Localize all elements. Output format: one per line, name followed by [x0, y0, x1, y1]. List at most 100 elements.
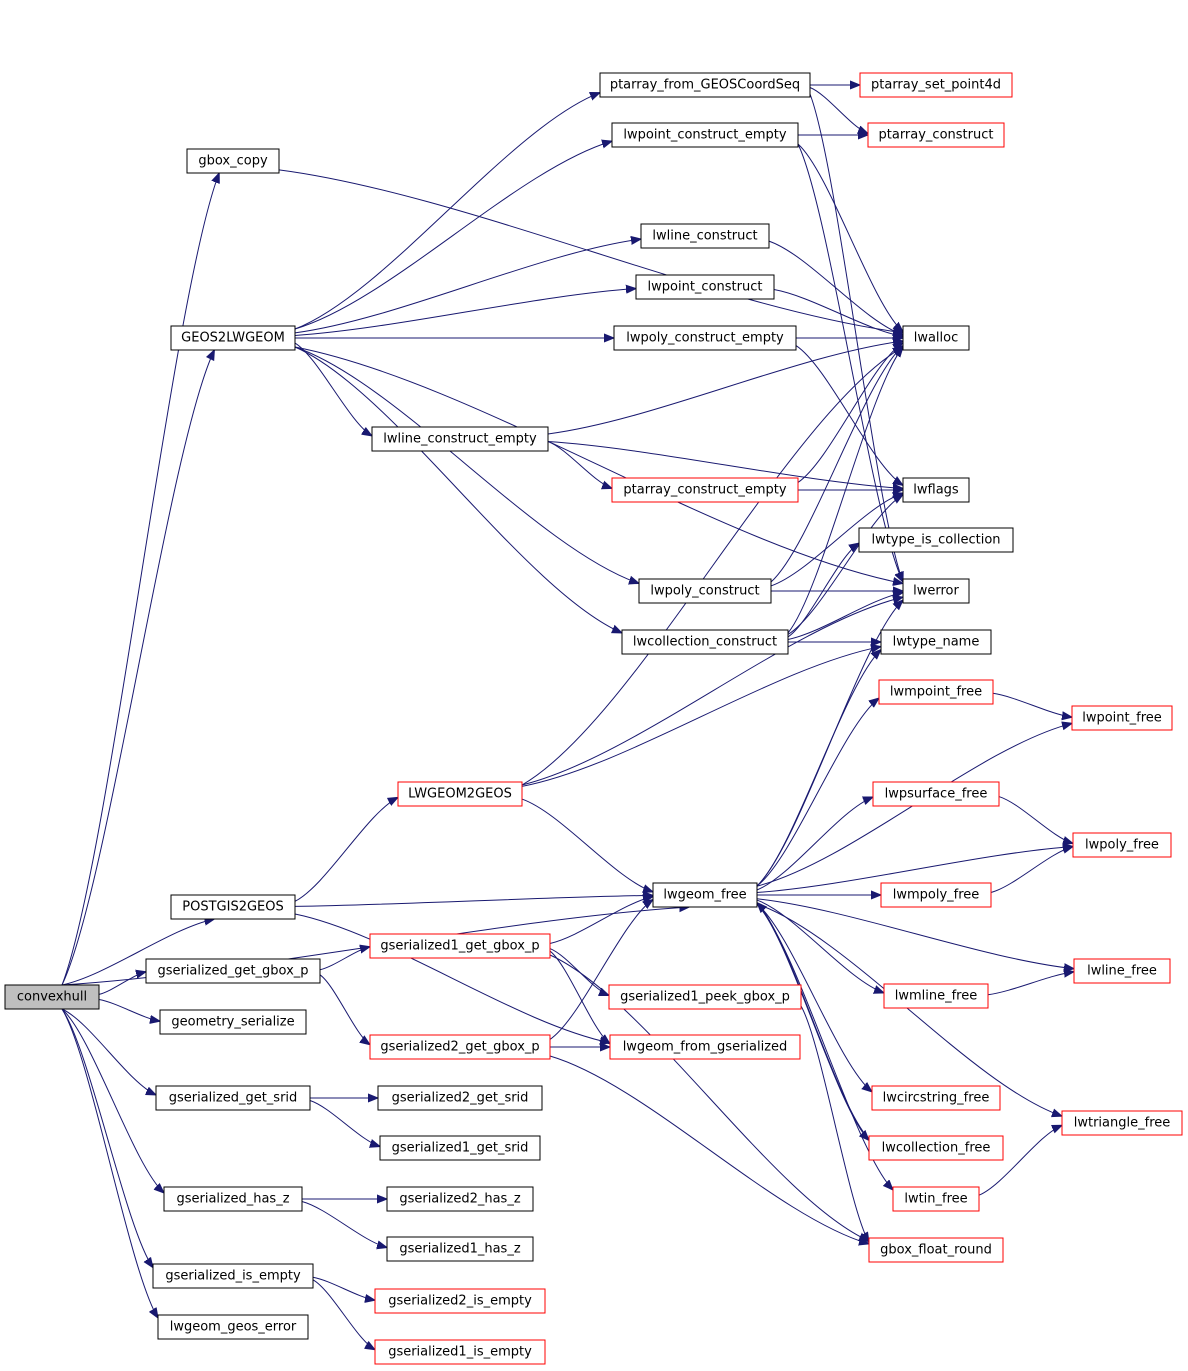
node-box[interactable] [186, 148, 280, 174]
node-box[interactable] [155, 1085, 311, 1111]
node-box[interactable] [892, 1186, 980, 1212]
node-gbox_float_round[interactable]: gbox_float_round [868, 1237, 1004, 1263]
node-box[interactable] [652, 882, 758, 908]
node-box[interactable] [1061, 1110, 1183, 1136]
node-GEOS2LWGEOM[interactable]: GEOS2LWGEOM [170, 325, 296, 351]
node-lwmpoint_free[interactable]: lwmpoint_free [878, 679, 994, 705]
node-lwcollection_construct[interactable]: lwcollection_construct [621, 629, 789, 655]
node-box[interactable] [374, 1288, 546, 1314]
node-box[interactable] [397, 781, 523, 807]
node-box[interactable] [613, 325, 797, 351]
node-convexhull[interactable]: convexhull [4, 984, 100, 1010]
node-box[interactable] [599, 72, 811, 98]
node-box[interactable] [867, 122, 1005, 148]
node-box[interactable] [157, 1314, 309, 1340]
node-box[interactable] [859, 72, 1013, 98]
node-box[interactable] [871, 1085, 1001, 1111]
node-box[interactable] [371, 426, 549, 452]
node-lwgeom_free[interactable]: lwgeom_free [652, 882, 758, 908]
node-gserialized_is_empty[interactable]: gserialized_is_empty [152, 1263, 314, 1289]
node-ptarray_construct_empty[interactable]: ptarray_construct_empty [611, 477, 799, 503]
node-geometry_serialize[interactable]: geometry_serialize [159, 1009, 307, 1035]
node-box[interactable] [868, 1135, 1004, 1161]
node-lwalloc[interactable]: lwalloc [902, 325, 970, 351]
node-box[interactable] [170, 894, 296, 920]
node-box[interactable] [621, 629, 789, 655]
node-box[interactable] [880, 882, 992, 908]
node-lwpoint_construct_empty[interactable]: lwpoint_construct_empty [611, 122, 799, 148]
node-box[interactable] [638, 578, 772, 604]
node-box[interactable] [1073, 958, 1171, 984]
node-POSTGIS2GEOS[interactable]: POSTGIS2GEOS [170, 894, 296, 920]
node-box[interactable] [608, 984, 802, 1010]
node-gserialized_get_srid[interactable]: gserialized_get_srid [155, 1085, 311, 1111]
node-gserialized_has_z[interactable]: gserialized_has_z [163, 1186, 303, 1212]
node-ptarray_set_point4d[interactable]: ptarray_set_point4d [859, 72, 1013, 98]
node-box[interactable] [4, 984, 100, 1010]
node-gserialized2_get_srid[interactable]: gserialized2_get_srid [377, 1085, 543, 1111]
node-box[interactable] [377, 1085, 543, 1111]
node-box[interactable] [872, 781, 1000, 807]
node-box[interactable] [386, 1236, 534, 1262]
node-gbox_copy[interactable]: gbox_copy [186, 148, 280, 174]
node-lwline_construct_empty[interactable]: lwline_construct_empty [371, 426, 549, 452]
node-box[interactable] [878, 679, 994, 705]
node-lwerror[interactable]: lwerror [902, 578, 970, 604]
node-box[interactable] [902, 578, 970, 604]
node-box[interactable] [609, 1034, 801, 1060]
node-box[interactable] [880, 629, 992, 655]
node-lwpoint_free[interactable]: lwpoint_free [1071, 705, 1173, 731]
node-lwpoly_free[interactable]: lwpoly_free [1072, 832, 1172, 858]
node-box[interactable] [1072, 832, 1172, 858]
node-box[interactable] [379, 1135, 541, 1161]
node-lwline_free[interactable]: lwline_free [1073, 958, 1171, 984]
node-box[interactable] [386, 1186, 534, 1212]
node-ptarray_construct[interactable]: ptarray_construct [867, 122, 1005, 148]
node-lwtin_free[interactable]: lwtin_free [892, 1186, 980, 1212]
node-LWGEOM2GEOS[interactable]: LWGEOM2GEOS [397, 781, 523, 807]
node-gserialized1_has_z[interactable]: gserialized1_has_z [386, 1236, 534, 1262]
node-box[interactable] [159, 1009, 307, 1035]
node-lwcircstring_free[interactable]: lwcircstring_free [871, 1085, 1001, 1111]
node-gserialized_get_gbox_p[interactable]: gserialized_get_gbox_p [145, 958, 321, 984]
node-lwgeom_from_gserialized[interactable]: lwgeom_from_gserialized [609, 1034, 801, 1060]
node-lwcollection_free[interactable]: lwcollection_free [868, 1135, 1004, 1161]
node-gserialized2_is_empty[interactable]: gserialized2_is_empty [374, 1288, 546, 1314]
node-lwtype_name[interactable]: lwtype_name [880, 629, 992, 655]
node-box[interactable] [635, 274, 775, 300]
node-box[interactable] [369, 933, 551, 959]
node-box[interactable] [611, 477, 799, 503]
node-gserialized2_has_z[interactable]: gserialized2_has_z [386, 1186, 534, 1212]
node-box[interactable] [883, 983, 989, 1009]
node-gserialized1_is_empty[interactable]: gserialized1_is_empty [374, 1339, 546, 1365]
node-lwpoint_construct[interactable]: lwpoint_construct [635, 274, 775, 300]
node-box[interactable] [145, 958, 321, 984]
node-lwgeom_geos_error[interactable]: lwgeom_geos_error [157, 1314, 309, 1340]
node-lwline_construct[interactable]: lwline_construct [640, 223, 770, 249]
node-lwpsurface_free[interactable]: lwpsurface_free [872, 781, 1000, 807]
node-lwtriangle_free[interactable]: lwtriangle_free [1061, 1110, 1183, 1136]
node-lwflags[interactable]: lwflags [902, 477, 970, 503]
node-box[interactable] [902, 477, 970, 503]
node-gserialized1_peek_gbox_p[interactable]: gserialized1_peek_gbox_p [608, 984, 802, 1010]
node-gserialized1_get_gbox_p[interactable]: gserialized1_get_gbox_p [369, 933, 551, 959]
node-box[interactable] [170, 325, 296, 351]
node-box[interactable] [640, 223, 770, 249]
node-gserialized2_get_gbox_p[interactable]: gserialized2_get_gbox_p [369, 1034, 551, 1060]
node-lwpoly_construct[interactable]: lwpoly_construct [638, 578, 772, 604]
node-lwpoly_construct_empty[interactable]: lwpoly_construct_empty [613, 325, 797, 351]
node-lwmline_free[interactable]: lwmline_free [883, 983, 989, 1009]
node-box[interactable] [369, 1034, 551, 1060]
node-gserialized1_get_srid[interactable]: gserialized1_get_srid [379, 1135, 541, 1161]
node-box[interactable] [858, 527, 1014, 553]
node-lwtype_is_collection[interactable]: lwtype_is_collection [858, 527, 1014, 553]
node-box[interactable] [902, 325, 970, 351]
node-box[interactable] [1071, 705, 1173, 731]
node-box[interactable] [868, 1237, 1004, 1263]
node-lwmpoly_free[interactable]: lwmpoly_free [880, 882, 992, 908]
node-box[interactable] [611, 122, 799, 148]
node-box[interactable] [152, 1263, 314, 1289]
node-ptarray_from_GEOSCoordSeq[interactable]: ptarray_from_GEOSCoordSeq [599, 72, 811, 98]
node-box[interactable] [163, 1186, 303, 1212]
node-box[interactable] [374, 1339, 546, 1365]
